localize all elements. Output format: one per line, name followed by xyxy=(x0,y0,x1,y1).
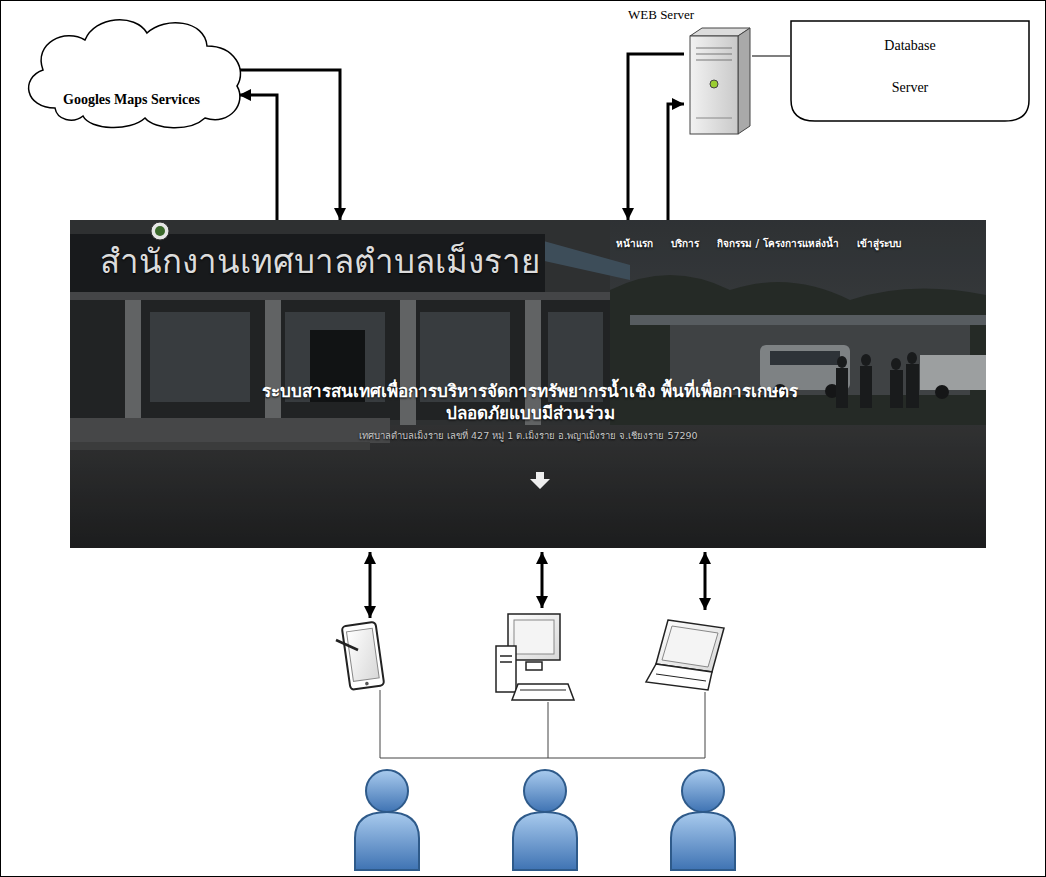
device-arrows xyxy=(370,552,705,618)
server-label: WEB Server xyxy=(628,7,694,23)
service-label: Googles Maps Services xyxy=(63,92,200,108)
flow-arrow xyxy=(628,54,684,220)
nav-item: เข้าสู่ระบบ xyxy=(857,236,901,251)
site-address: เทศบาลตำบลเม็งราย เลขที่ 427 หมู่ 1 ต.เม… xyxy=(359,428,698,443)
svg-line xyxy=(369,552,372,618)
svg-path xyxy=(29,20,241,128)
database-box-shape xyxy=(790,20,1030,122)
svg-circle xyxy=(366,770,408,812)
flow-arrow xyxy=(668,104,684,220)
server-tower: WEB Server xyxy=(684,26,752,136)
nav-item: หน้าแรก xyxy=(616,236,653,251)
svg-rect xyxy=(342,622,385,690)
nav-item: กิจกรรม / โครงการแหล่งน้ำ xyxy=(717,236,839,251)
svg-line xyxy=(380,690,381,758)
svg-polygon xyxy=(738,28,750,134)
tablet-icon xyxy=(342,622,385,690)
svg-polygon xyxy=(656,620,724,672)
svg-line xyxy=(696,118,732,119)
database-box: Database Server xyxy=(790,20,1030,122)
svg-line xyxy=(500,655,512,657)
svg-line xyxy=(696,60,732,61)
cloud-service-shape xyxy=(15,8,247,132)
svg-rect xyxy=(526,662,542,670)
svg-polygon xyxy=(512,684,574,700)
svg-circle xyxy=(682,770,724,812)
svg-rect xyxy=(514,620,554,654)
svg-circle xyxy=(524,770,566,812)
svg-line xyxy=(336,640,358,650)
flow-arrow xyxy=(239,70,340,220)
svg-rect xyxy=(496,646,516,692)
svg-path xyxy=(513,812,577,870)
svg-rect xyxy=(70,220,986,548)
desktop-icon xyxy=(496,614,574,700)
cloud-service: Googles Maps Services xyxy=(15,8,247,132)
svg-circle xyxy=(151,222,169,240)
flow-arrow xyxy=(239,95,277,220)
site-title: ระบบสารสนเทศเพื่อการบริหารจัดการทรัพยากร… xyxy=(250,380,810,424)
svg-line xyxy=(696,54,732,55)
sign-text: สำนักงานเทศบาลตำบลเม็งราย xyxy=(100,242,540,282)
svg-line xyxy=(656,674,706,681)
svg-line xyxy=(500,661,512,663)
svg-line xyxy=(380,758,705,759)
server-tower-shape xyxy=(684,26,752,136)
svg-path xyxy=(671,812,735,870)
svg-line xyxy=(520,690,566,691)
stylus-icon xyxy=(336,640,358,650)
user-figures xyxy=(355,770,735,870)
link-line xyxy=(752,55,790,56)
svg-polygon xyxy=(646,664,712,690)
svg-circle xyxy=(710,80,718,88)
svg-rect xyxy=(70,220,986,548)
website-screenshot: สำนักงานเทศบาลตำบลเม็งราย หน้าแรก บริการ กิ… xyxy=(70,220,986,548)
svg-polygon xyxy=(662,626,718,667)
svg-path xyxy=(530,472,550,489)
svg-circle xyxy=(155,226,165,236)
laptop-icon xyxy=(646,620,724,690)
svg-rect xyxy=(690,36,738,134)
svg-line xyxy=(696,48,732,49)
svg-circle xyxy=(365,682,369,686)
svg-line xyxy=(705,692,706,758)
svg-rect xyxy=(346,628,379,681)
svg-line xyxy=(541,552,544,608)
database-label: Database Server xyxy=(865,25,955,109)
svg-line xyxy=(548,702,549,758)
nav-item: บริการ xyxy=(671,236,699,251)
svg-line xyxy=(704,552,707,610)
svg-path xyxy=(355,812,419,870)
svg-path xyxy=(791,21,1029,121)
